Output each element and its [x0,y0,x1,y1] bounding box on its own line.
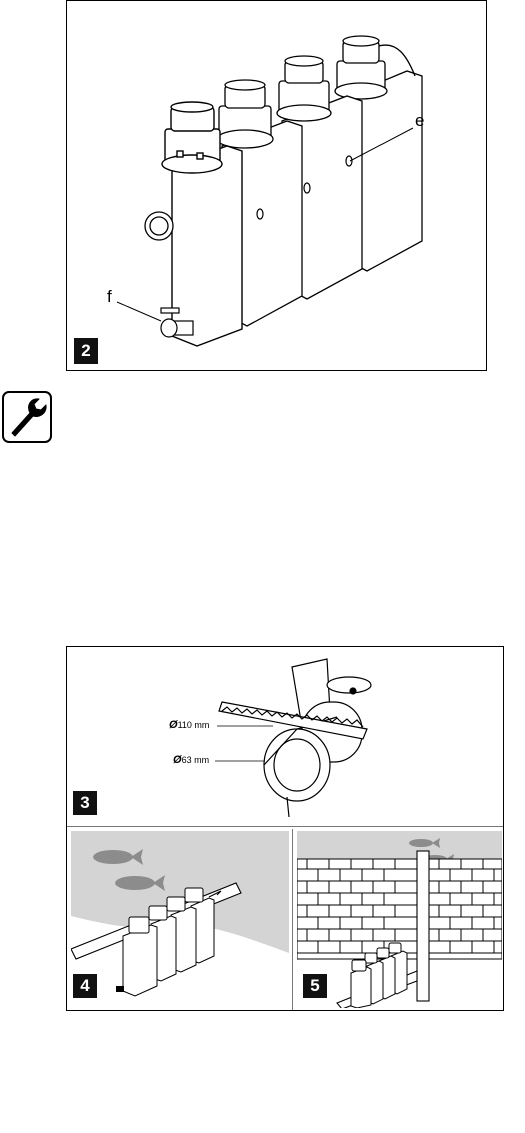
figure-number-5: 5 [303,974,327,998]
diameter-symbol: Ø [169,719,178,731]
figure-5-panel: 5 [297,831,502,1008]
figure-2-panel: e f 2 [66,0,487,371]
wrench-icon [2,391,52,443]
callout-e: e [415,111,424,131]
figure-number-2: 2 [74,338,98,364]
pond-installation-illustration [71,831,289,1008]
figure-4-panel: 4 [71,831,289,1008]
diameter-symbol: Ø [173,754,182,766]
figure-number-3: 3 [73,791,97,815]
dimension-110mm: Ø110 mm [169,719,209,731]
dimension-110mm-label: 110 mm [178,720,210,730]
pipe-cutting-illustration [67,647,503,825]
wall-installation-illustration [297,831,502,1008]
dimension-63mm-label: 63 mm [182,755,210,765]
figure-set-panel: Ø110 mm Ø63 mm 3 [66,646,504,1011]
dimension-63mm: Ø63 mm [173,754,209,766]
callout-f: f [107,287,112,307]
figure-3-panel: Ø110 mm Ø63 mm 3 [67,647,503,825]
filter-units-illustration [67,1,488,372]
divider-vertical [292,829,293,1010]
divider-horizontal [67,826,503,827]
figure-number-4: 4 [73,974,97,998]
